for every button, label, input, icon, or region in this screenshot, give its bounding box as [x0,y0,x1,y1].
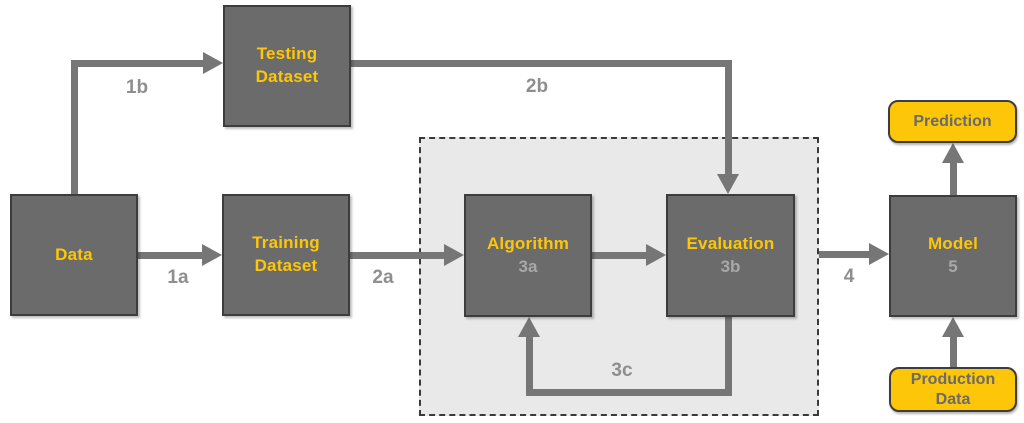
arrow-1b-vertical-segment [71,60,78,194]
node-label: Evaluation [686,233,775,253]
node-training-dataset: Training Dataset [222,194,350,316]
edge-label-1a: 1a [167,267,189,288]
node-label: Testing Dataset [255,44,319,86]
node-data: Data [10,194,138,316]
node-label: Algorithm [486,233,570,253]
step-number: 5 [948,257,958,277]
arrow-1a-segment [138,252,202,259]
arrow-model-to-prediction-segment [950,162,957,195]
arrow-2a-head-icon [444,244,464,266]
arrow-3c-down-segment [725,317,732,396]
arrow-3c-head-icon [518,317,540,337]
arrow-production-to-model-segment [950,336,957,367]
node-production-data: Production Data [889,367,1017,412]
arrow-3c-horizontal-segment [526,389,732,396]
node-label: Prediction [913,112,992,130]
edge-label-2a: 2a [372,267,394,288]
edge-label-2b: 2b [525,76,549,97]
node-label: Model [927,234,979,254]
arrow-1a-head-icon [202,244,222,266]
node-label: Production Data [910,370,996,408]
arrow-1b-horizontal-segment [71,60,203,67]
arrow-4-segment [819,251,869,258]
edge-label-1b: 1b [125,77,149,98]
step-number: 3a [518,256,538,276]
arrow-model-to-prediction-head-icon [942,143,964,163]
node-label: Data [55,244,93,264]
node-label: Training Dataset [252,233,320,275]
arrow-2a-segment [350,252,444,259]
node-model: Model 5 [889,195,1017,317]
arrow-2b-head-icon [717,174,739,194]
step-number: 3b [720,256,741,276]
arrow-3c-up-segment [526,337,533,392]
node-prediction: Prediction [888,100,1017,143]
arrow-2b-horizontal-segment [351,60,732,67]
arrow-1b-head-icon [203,52,223,74]
node-evaluation: Evaluation 3b [666,194,795,317]
arrow-algorithm-to-evaluation-segment [592,252,646,259]
edge-label-3c: 3c [611,360,633,381]
arrow-production-to-model-head-icon [942,317,964,337]
node-testing-dataset: Testing Dataset [223,5,351,127]
arrow-algorithm-to-evaluation-head-icon [646,244,666,266]
arrow-4-head-icon [869,243,889,265]
edge-label-4: 4 [843,266,855,287]
node-algorithm: Algorithm 3a [464,194,592,317]
arrow-2b-vertical-segment [725,60,732,174]
